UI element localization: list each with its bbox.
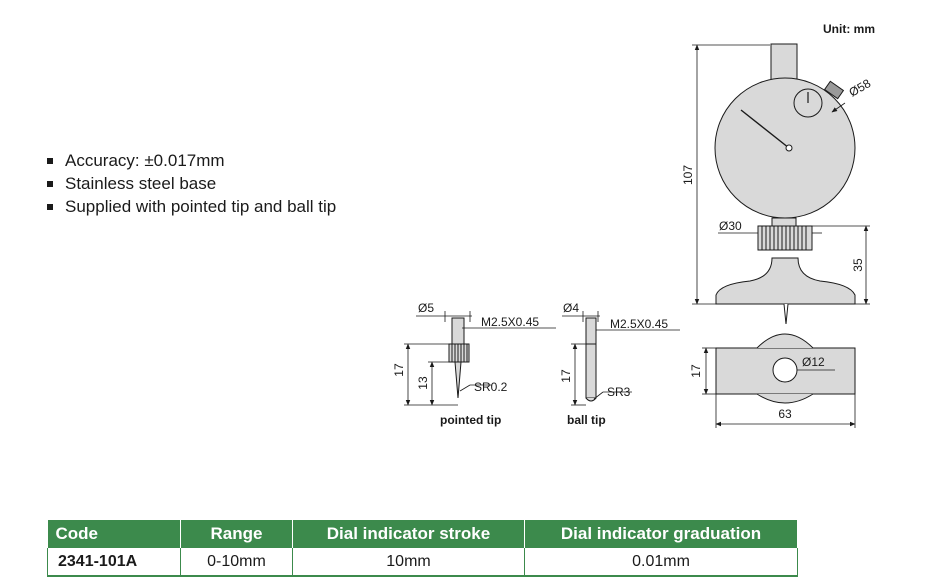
ball-tip-drawing [585,317,597,402]
cell-code: 2341-101A [47,548,181,577]
dim-base-thickness-17: 17 [689,364,703,378]
feature-item: Supplied with pointed tip and ball tip [45,195,336,218]
dial-needle [740,109,790,149]
ball-tip-length-17: 17 [559,369,573,383]
dial-face [714,77,856,219]
ball-tip-diameter: Ø4 [563,301,579,315]
feature-item: Accuracy: ±0.017mm [45,149,336,172]
feature-item: Stainless steel base [45,172,336,195]
pointed-tip-diameter: Ø5 [418,301,434,315]
depth-gauge-drawing [714,43,856,325]
header-stroke: Dial indicator stroke [292,520,525,548]
pointed-tip-radius: SR0.2 [474,380,508,394]
feature-text: Supplied with pointed tip and ball tip [65,197,337,216]
pointed-tip-length-13: 13 [416,376,430,390]
ball-tip-radius: SR3 [607,385,631,399]
feature-text: Stainless steel base [65,174,217,193]
pointed-tip-length-17: 17 [392,363,406,377]
dial-knob [823,80,845,100]
spec-table-header: Code Range Dial indicator stroke Dial in… [47,520,798,548]
ball-tip-thread: M2.5X0.45 [610,317,668,331]
dim-hole-diameter: Ø12 [802,355,825,369]
unit-label: Unit: mm [823,22,875,36]
gauge-base-profile [715,257,856,305]
ball-tip-caption: ball tip [567,413,606,427]
feature-list: Accuracy: ±0.017mm Stainless steel base … [45,149,336,218]
gauge-stem [770,43,798,83]
square-bullet-icon [47,204,53,210]
square-bullet-icon [47,158,53,164]
header-code: Code [47,520,181,548]
cell-range: 0-10mm [180,548,293,577]
pointed-tip-drawing [448,317,470,399]
knurled-nut [757,225,813,251]
header-range: Range [180,520,293,548]
pointed-tip-thread: M2.5X0.45 [481,315,539,329]
base-bottom-view [715,333,856,404]
pointed-tip-caption: pointed tip [440,413,501,427]
feature-text: Accuracy: ±0.017mm [65,151,225,170]
square-bullet-icon [47,181,53,187]
dim-base-height-35: 35 [851,258,865,272]
dim-stem-diameter: Ø30 [719,219,742,233]
cell-stroke: 10mm [292,548,525,577]
technical-drawing: 107 Ø58 Ø30 35 17 Ø12 63 [392,43,874,428]
table-row: 2341-101A 0-10mm 10mm 0.01mm [47,548,798,577]
cell-graduation: 0.01mm [524,548,798,577]
header-graduation: Dial indicator graduation [524,520,798,548]
spec-table: Code Range Dial indicator stroke Dial in… [47,520,798,577]
dim-dial-diameter: Ø58 [847,76,874,100]
dim-base-width-63: 63 [778,407,792,421]
dim-height-107: 107 [681,165,695,185]
